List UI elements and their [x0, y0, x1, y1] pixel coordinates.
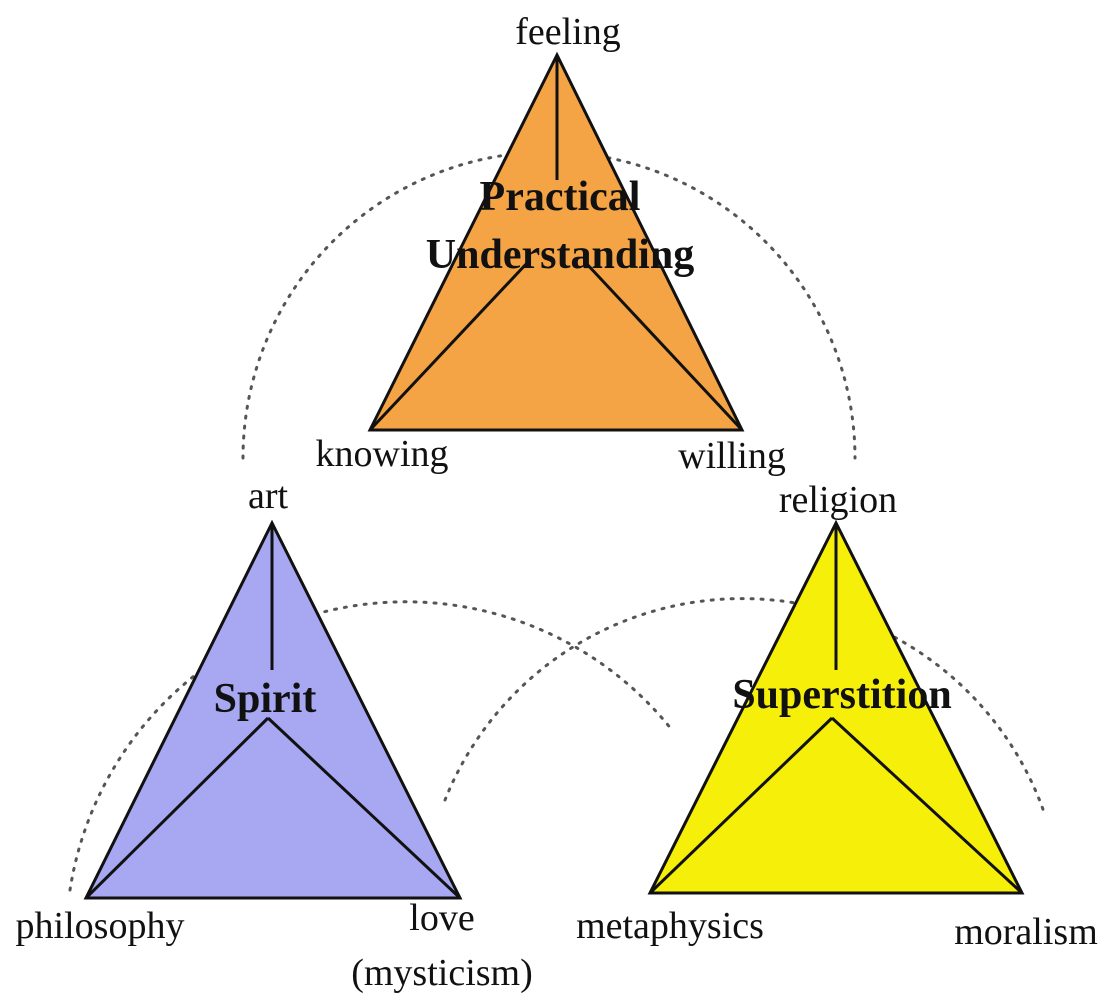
practical-title-line2: Understanding: [426, 232, 694, 278]
label-mysticism: (mysticism): [351, 952, 533, 994]
superstition-title: Superstition: [732, 672, 951, 718]
triangle-practical-fill: [367, 51, 745, 432]
spirit-title: Spirit: [214, 676, 317, 722]
label-philosophy: philosophy: [16, 905, 185, 947]
label-moralism: moralism: [954, 911, 1098, 953]
label-willing: willing: [678, 435, 786, 477]
triangle-superstition: Superstition: [647, 519, 1025, 895]
label-love: love: [409, 897, 474, 939]
triangle-superstition-fill: [647, 519, 1025, 895]
practical-title-line1: Practical: [480, 174, 641, 220]
label-art: art: [248, 475, 289, 517]
label-knowing: knowing: [316, 433, 449, 475]
edge-spirit-right: [266, 716, 462, 900]
triangle-spirit: Spirit: [83, 519, 463, 900]
edge-superstition-left: [648, 716, 834, 895]
label-feeling: feeling: [515, 11, 621, 53]
label-metaphysics: metaphysics: [576, 905, 764, 947]
edge-superstition-right: [830, 716, 1024, 895]
edge-spirit-left: [84, 716, 270, 900]
arc-spirit: [68, 600, 674, 892]
edge-practical-right: [583, 260, 744, 432]
label-religion: religion: [779, 479, 897, 521]
edge-practical-left: [368, 260, 530, 432]
triangle-practical: Practical Understanding: [367, 51, 745, 432]
arc-superstition: [443, 597, 1047, 817]
